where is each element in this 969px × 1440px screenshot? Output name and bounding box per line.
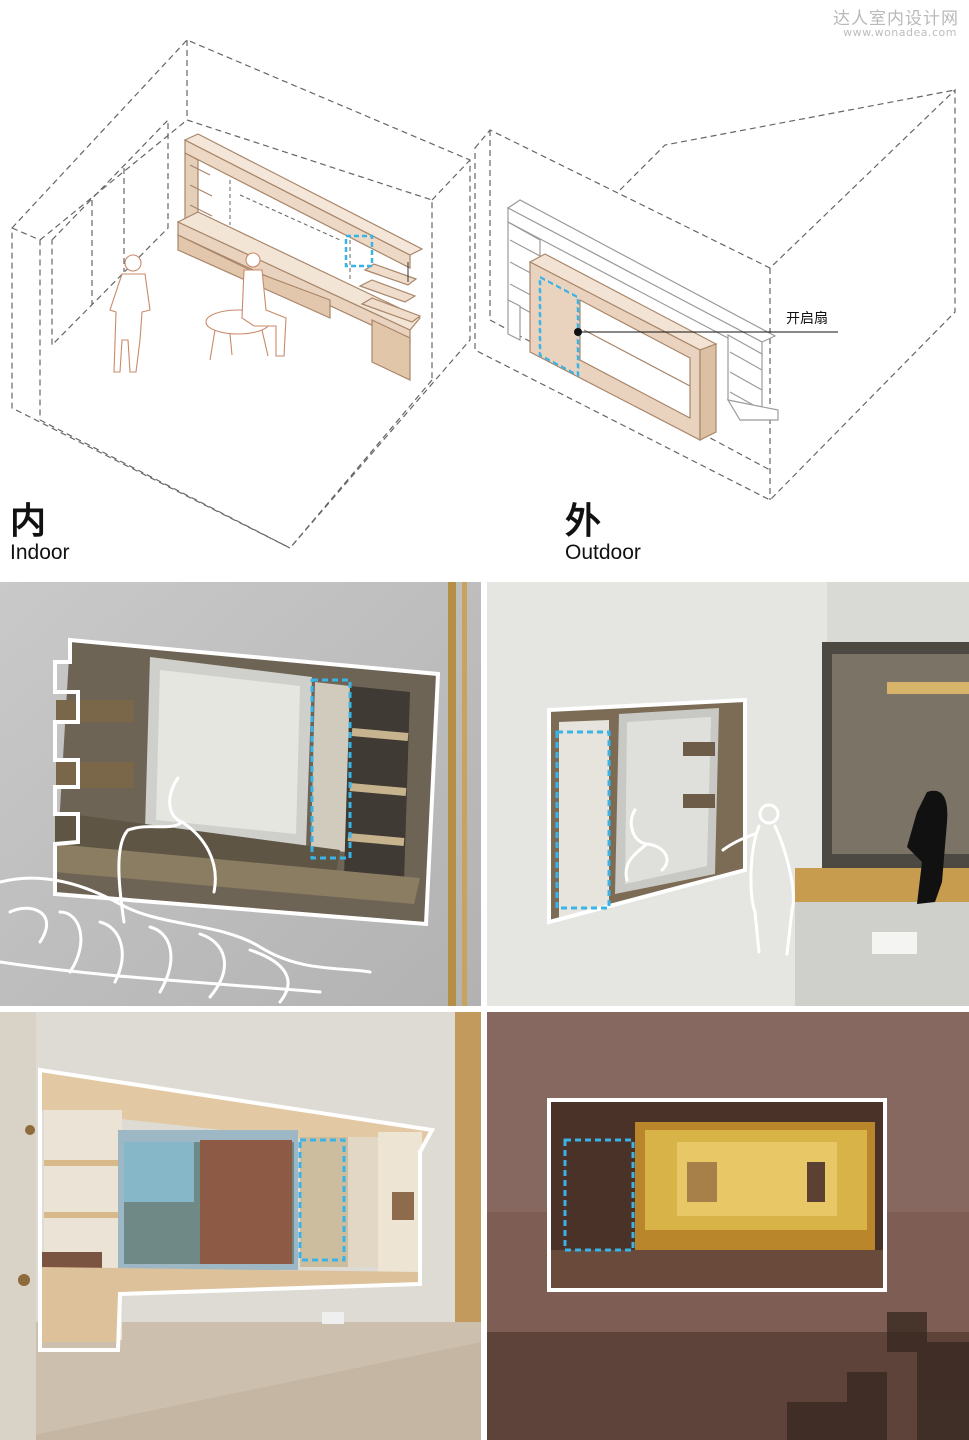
indoor-model-photo — [0, 582, 481, 1006]
indoor-axonometric-diagram — [11, 39, 471, 549]
indoor-built-photo — [0, 1012, 481, 1440]
outdoor-title-en: Outdoor — [565, 541, 641, 564]
outdoor-built-photo — [487, 1012, 969, 1440]
indoor-title-en: Indoor — [10, 541, 70, 564]
outdoor-title-cn: 外 — [565, 501, 602, 542]
outdoor-model-photo — [487, 582, 969, 1006]
watermark-url: www.wonadea.com — [843, 26, 957, 39]
openable-sash-label: 开启扇 — [786, 311, 828, 327]
outdoor-axonometric-diagram — [474, 88, 956, 501]
indoor-title-cn: 内 — [10, 501, 47, 542]
watermark-text: 达人室内设计网 — [833, 9, 959, 29]
